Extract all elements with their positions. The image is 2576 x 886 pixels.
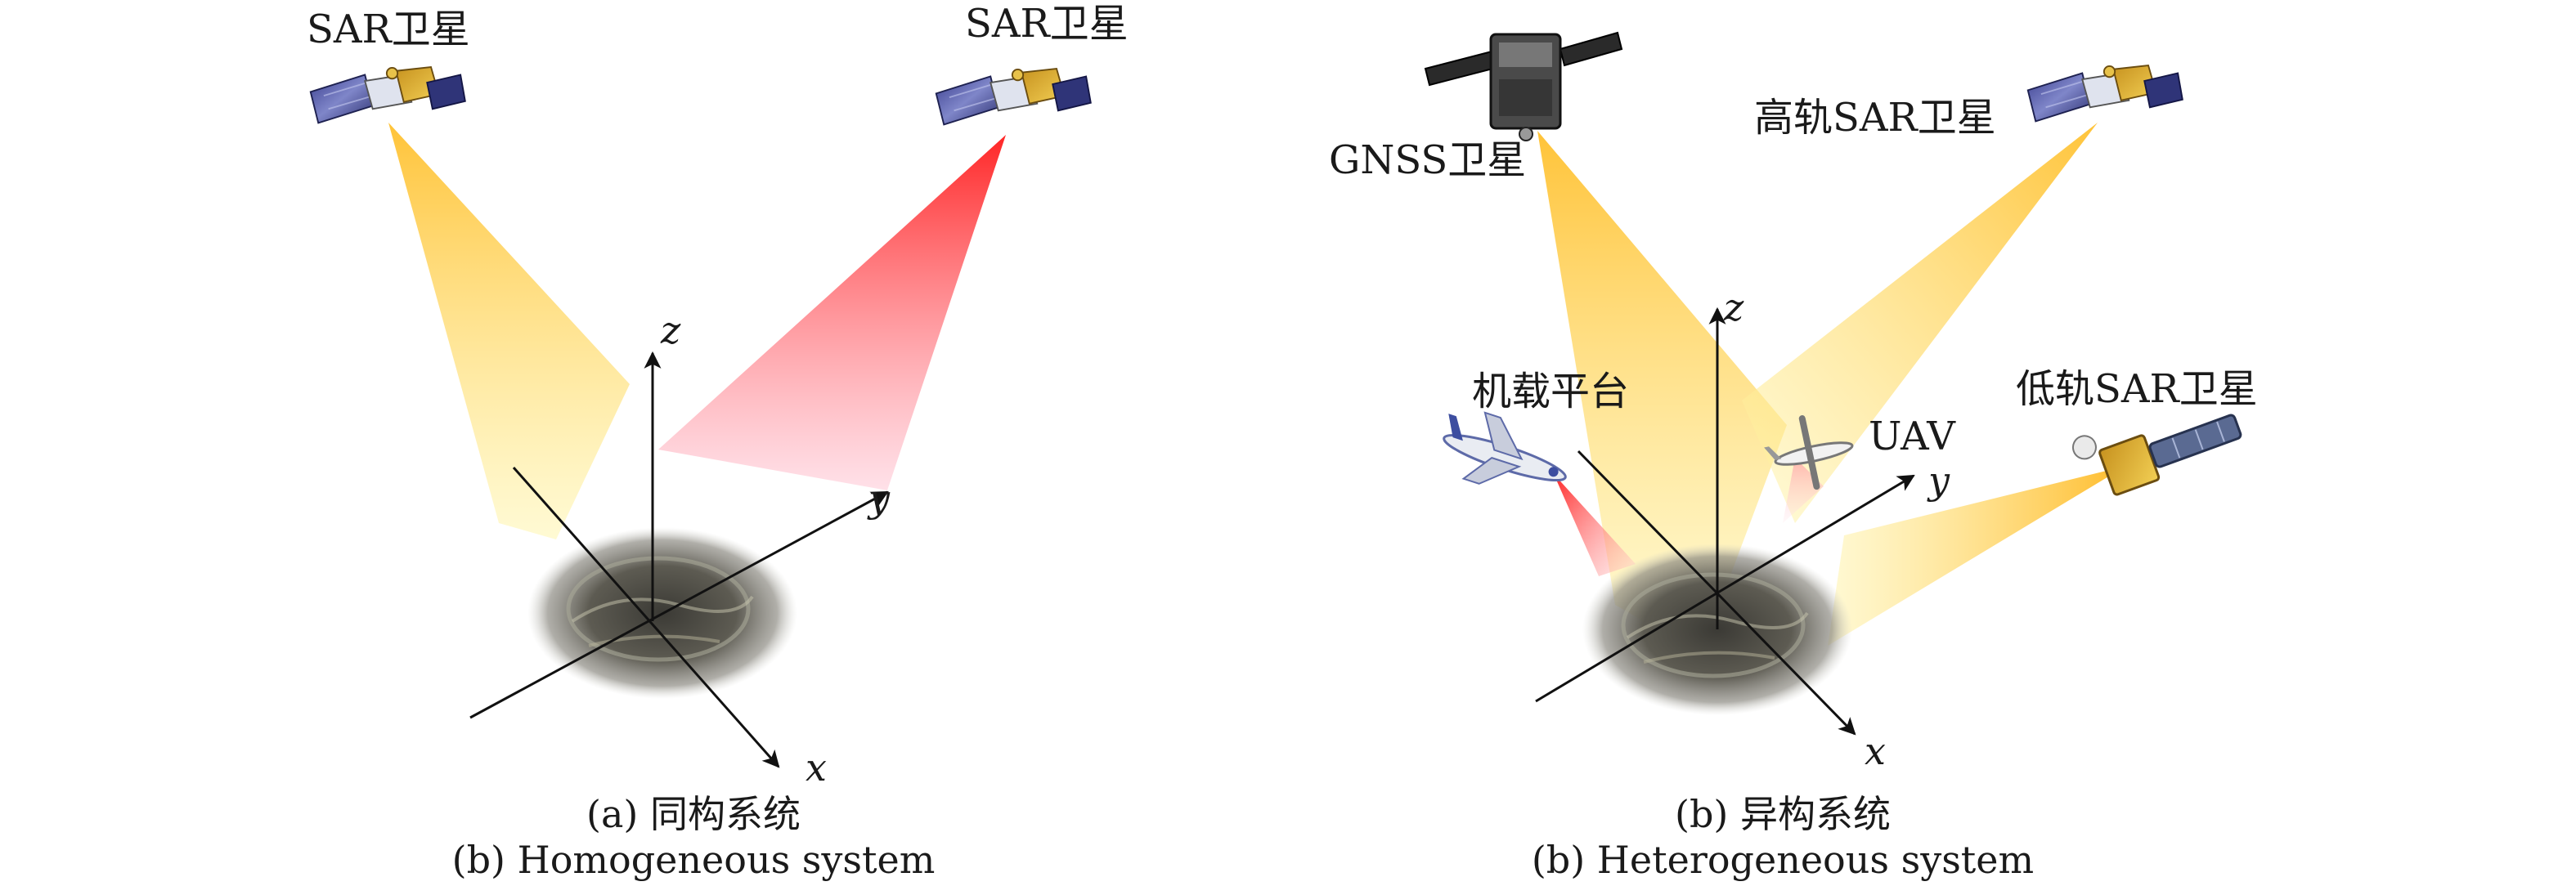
axis-a-z-label: z: [660, 308, 681, 352]
beam-b-uav: [1783, 458, 1824, 523]
gnss-satellite-icon: [1424, 31, 1623, 141]
geo-sar-label: 高轨SAR卫星: [1754, 95, 1996, 141]
caption-a-en: (b) Homogeneous system: [452, 838, 936, 882]
beam-b-gnss: [1537, 131, 1787, 654]
caption-a-cn: (a) 同构系统: [586, 792, 801, 836]
caption-b-en: (b) Heterogeneous system: [1532, 838, 2034, 882]
satellite-icon: [2026, 65, 2183, 123]
sat-a-right-label: SAR卫星: [965, 1, 1129, 47]
beam-a-left: [388, 123, 630, 539]
beam-a-right: [658, 135, 1006, 490]
gnss-label: GNSS卫星: [1329, 137, 1526, 183]
axis-b-z-label: z: [1723, 285, 1744, 329]
airplane-icon: [1443, 411, 1567, 485]
satellite-icon: [2071, 414, 2242, 496]
beam-b-air: [1554, 474, 1636, 576]
beam-b-geo: [1742, 123, 2098, 523]
axis-b-x: [1577, 450, 1856, 736]
panel-a: z y x SAR卫星 SAR卫星 (a) 同构系统 (b) Homogeneo…: [307, 1, 1129, 882]
sat-a-left-label: SAR卫星: [307, 7, 470, 52]
axes-b: [1535, 307, 1915, 736]
axis-a-x-label: x: [806, 745, 827, 790]
axis-b-x-label: x: [1865, 729, 1886, 773]
uav-label: UAV: [1869, 414, 1956, 459]
panel-b: z y x GNSS卫星 高轨SAR卫星 机载平台: [1329, 31, 2258, 882]
satellite-icon: [935, 68, 1092, 126]
axis-a-y-label: y: [867, 477, 891, 521]
axis-a-y: [469, 490, 889, 719]
caption-b-cn: (b) 异构系统: [1675, 792, 1891, 836]
uav-icon: [1764, 415, 1854, 490]
airborne-label: 机载平台: [1472, 369, 1629, 414]
axis-a-x: [512, 467, 780, 768]
satellite-icon: [309, 66, 466, 124]
beam-b-leo: [1828, 466, 2126, 646]
axes-a: [469, 351, 889, 768]
leo-sar-label: 低轨SAR卫星: [2016, 366, 2258, 412]
axis-b-y-label: y: [1927, 459, 1950, 503]
axis-b-y: [1535, 474, 1915, 703]
